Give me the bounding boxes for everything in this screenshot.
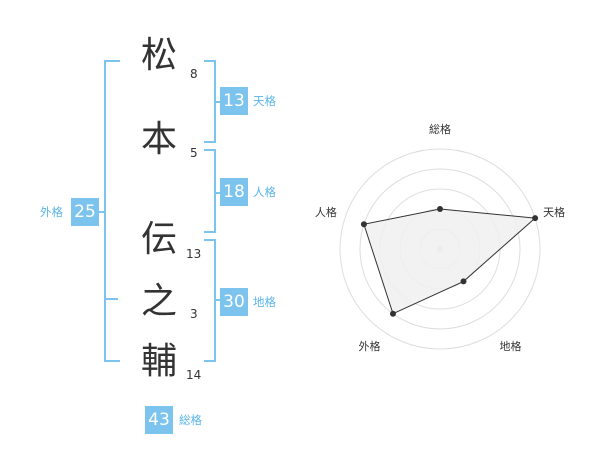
jinkaku-label: 人格 — [253, 185, 276, 199]
stroke-count-2: 5 — [190, 146, 198, 160]
radar-point-3 — [460, 278, 467, 285]
soukaku-label: 総格 — [179, 413, 202, 427]
radar-point-4 — [389, 310, 396, 317]
tenkaku-label: 天格 — [253, 94, 276, 108]
gaikaku-bracket — [104, 60, 120, 362]
radar-axis-label-2: 天格 — [543, 205, 565, 219]
radar-point-2 — [532, 215, 539, 222]
tenkaku-connector — [214, 101, 220, 103]
chikaku-value-badge: 30 — [220, 288, 248, 316]
gaikaku-bracket-connector — [96, 211, 104, 213]
jinkaku-value-badge: 18 — [220, 178, 248, 206]
stroke-count-3: 13 — [186, 247, 202, 261]
radar-axis-label-5: 人格 — [315, 205, 337, 219]
name-char-3: 伝 — [140, 219, 177, 260]
gaikaku-value-badge: 25 — [71, 198, 99, 226]
jinkaku-bracket — [204, 149, 216, 233]
radar-axis-label-4: 外格 — [359, 339, 381, 353]
name-char-5: 輔 — [140, 341, 177, 382]
stroke-count-4: 3 — [190, 307, 198, 321]
name-char-2: 本 — [140, 119, 177, 160]
name-char-4: 之 — [140, 281, 177, 322]
name-char-1: 松 — [140, 35, 177, 76]
bracket-split-tick — [104, 298, 118, 300]
tenkaku-value-badge: 13 — [220, 87, 248, 115]
stroke-count-5: 14 — [186, 368, 202, 382]
jinkaku-connector — [214, 192, 220, 194]
radar-point-1 — [437, 206, 443, 212]
radar-axis-label-1: 総格 — [429, 122, 451, 136]
gaikaku-label: 外格 — [40, 205, 63, 219]
radar-ring-4 — [359, 168, 521, 330]
soukaku-value-badge: 43 — [145, 406, 173, 434]
stroke-count-1: 8 — [190, 67, 198, 81]
radar-area — [363, 208, 537, 315]
radar-point-5 — [360, 221, 367, 228]
radar-axis-label-3: 地格 — [500, 339, 522, 353]
chikaku-label: 地格 — [253, 295, 276, 309]
chikaku-connector — [214, 299, 220, 301]
